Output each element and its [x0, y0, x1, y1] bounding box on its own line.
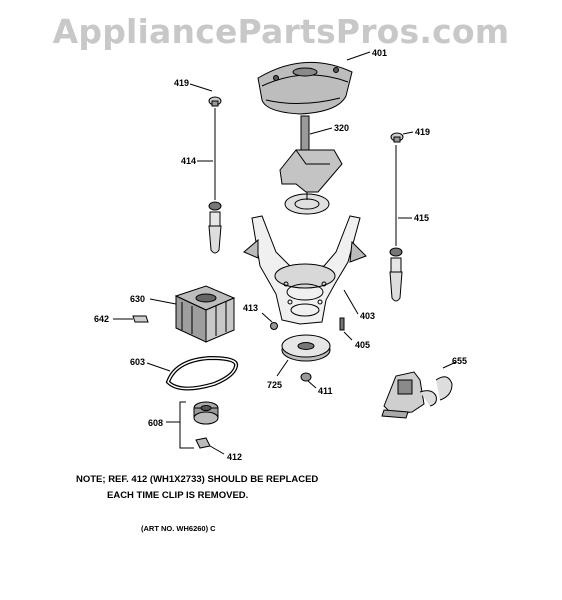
part-413-nut[interactable]: [270, 322, 278, 330]
part-603-belt[interactable]: [165, 355, 239, 391]
part-411-nut[interactable]: [300, 372, 312, 382]
part-419-cap-left[interactable]: [208, 96, 222, 107]
callout-403: 403: [360, 311, 376, 321]
callout-603: 603: [130, 357, 146, 367]
part-405-bolt[interactable]: [339, 317, 345, 331]
part-320-transmission[interactable]: [279, 115, 343, 215]
callout-419-left: 419: [174, 78, 190, 88]
art-number: (ART NO. WH6260) C: [141, 524, 216, 533]
replacement-note: NOTE; REF. 412 (WH1X2733) SHOULD BE REPL…: [76, 472, 318, 504]
note-line-1: NOTE; REF. 412 (WH1X2733) SHOULD BE REPL…: [76, 474, 319, 485]
part-642-plug[interactable]: [132, 315, 149, 323]
part-630-motor[interactable]: [174, 285, 236, 343]
callout-411: 411: [318, 386, 333, 396]
part-725-pulley[interactable]: [281, 334, 331, 362]
callout-608: 608: [148, 418, 164, 428]
part-401-cover[interactable]: [257, 61, 353, 115]
callout-414: 414: [181, 156, 197, 166]
note-line-2: EACH TIME CLIP IS REMOVED.: [107, 490, 249, 501]
callout-413: 413: [243, 303, 259, 313]
callout-401: 401: [372, 48, 388, 58]
part-608-coupling[interactable]: [193, 401, 219, 425]
callout-320: 320: [334, 123, 350, 133]
callout-415: 415: [414, 213, 430, 223]
part-655-pump[interactable]: [381, 371, 453, 419]
callout-642: 642: [94, 314, 110, 324]
part-419-cap-right[interactable]: [390, 132, 404, 143]
callout-405: 405: [355, 340, 371, 350]
watermark-text: AppliancePartsPros.com: [52, 12, 510, 51]
callout-630: 630: [130, 294, 146, 304]
part-403-mounting-base[interactable]: [243, 215, 367, 325]
part-415-suspension-rod-right[interactable]: [389, 145, 403, 302]
callout-419-right: 419: [415, 127, 431, 137]
callout-725: 725: [267, 380, 283, 390]
callout-412: 412: [227, 452, 243, 462]
part-412-clip[interactable]: [195, 437, 211, 449]
callout-655: 655: [452, 356, 468, 366]
part-414-suspension-rod-left[interactable]: [208, 108, 222, 254]
